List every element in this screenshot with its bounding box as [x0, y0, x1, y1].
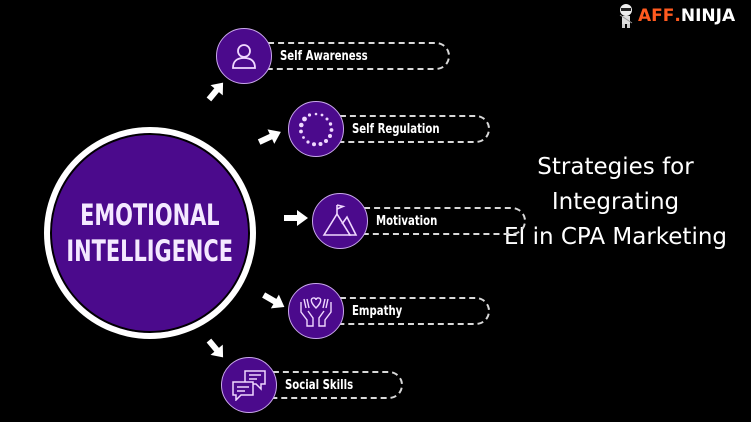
node-label: Self Awareness [280, 48, 368, 64]
side-title: Strategies for Integrating EI in CPA Mar… [480, 150, 751, 255]
ninja-mascot-icon [619, 4, 633, 28]
arrow-icon [206, 338, 224, 358]
node-empathy: Empathy [288, 283, 490, 339]
center-title-line1: EMOTIONAL [80, 198, 220, 232]
arrow-icon [257, 129, 281, 145]
label-pill: Social Skills [263, 371, 403, 399]
arrow-icon [284, 210, 308, 226]
node-self-regulation: Self Regulation [288, 101, 490, 157]
mountain-flag-icon [322, 204, 358, 236]
aff-ninja-logo: AFF.NINJA [617, 3, 735, 29]
label-pill: Self Regulation [330, 115, 490, 143]
icon-circle [221, 357, 277, 413]
dotted-circle-icon [299, 112, 334, 147]
node-label: Empathy [352, 303, 403, 319]
node-label: Motivation [376, 213, 438, 229]
side-title-line3: EI in CPA Marketing [503, 224, 728, 250]
node-motivation: Motivation [312, 193, 526, 249]
emotional-intelligence-circle: EMOTIONAL INTELLIGENCE [44, 127, 256, 339]
person-icon [232, 44, 256, 69]
node-label: Self Regulation [352, 121, 440, 137]
logo-dot: . [674, 6, 681, 26]
icon-circle [288, 283, 344, 339]
icon-circle [288, 101, 344, 157]
arrow-icon [262, 292, 285, 309]
icon-circle [312, 193, 368, 249]
hands-heart-icon [300, 297, 332, 327]
label-pill: Self Awareness [258, 42, 450, 70]
arrow-icon [206, 82, 224, 102]
chat-bubbles-icon [232, 370, 266, 401]
node-label: Social Skills [285, 377, 354, 393]
center-title-line2: INTELLIGENCE [66, 234, 234, 268]
icon-circle [216, 28, 272, 84]
label-pill: Empathy [330, 297, 490, 325]
node-self-awareness: Self Awareness [216, 28, 450, 84]
node-social-skills: Social Skills [221, 357, 403, 413]
logo-text-ninja: NINJA [680, 6, 736, 26]
label-pill: Motivation [354, 207, 526, 235]
side-title-line2: Integrating [551, 189, 680, 215]
logo-text-aff: AFF [638, 6, 675, 26]
side-title-line1: Strategies for [537, 154, 694, 180]
